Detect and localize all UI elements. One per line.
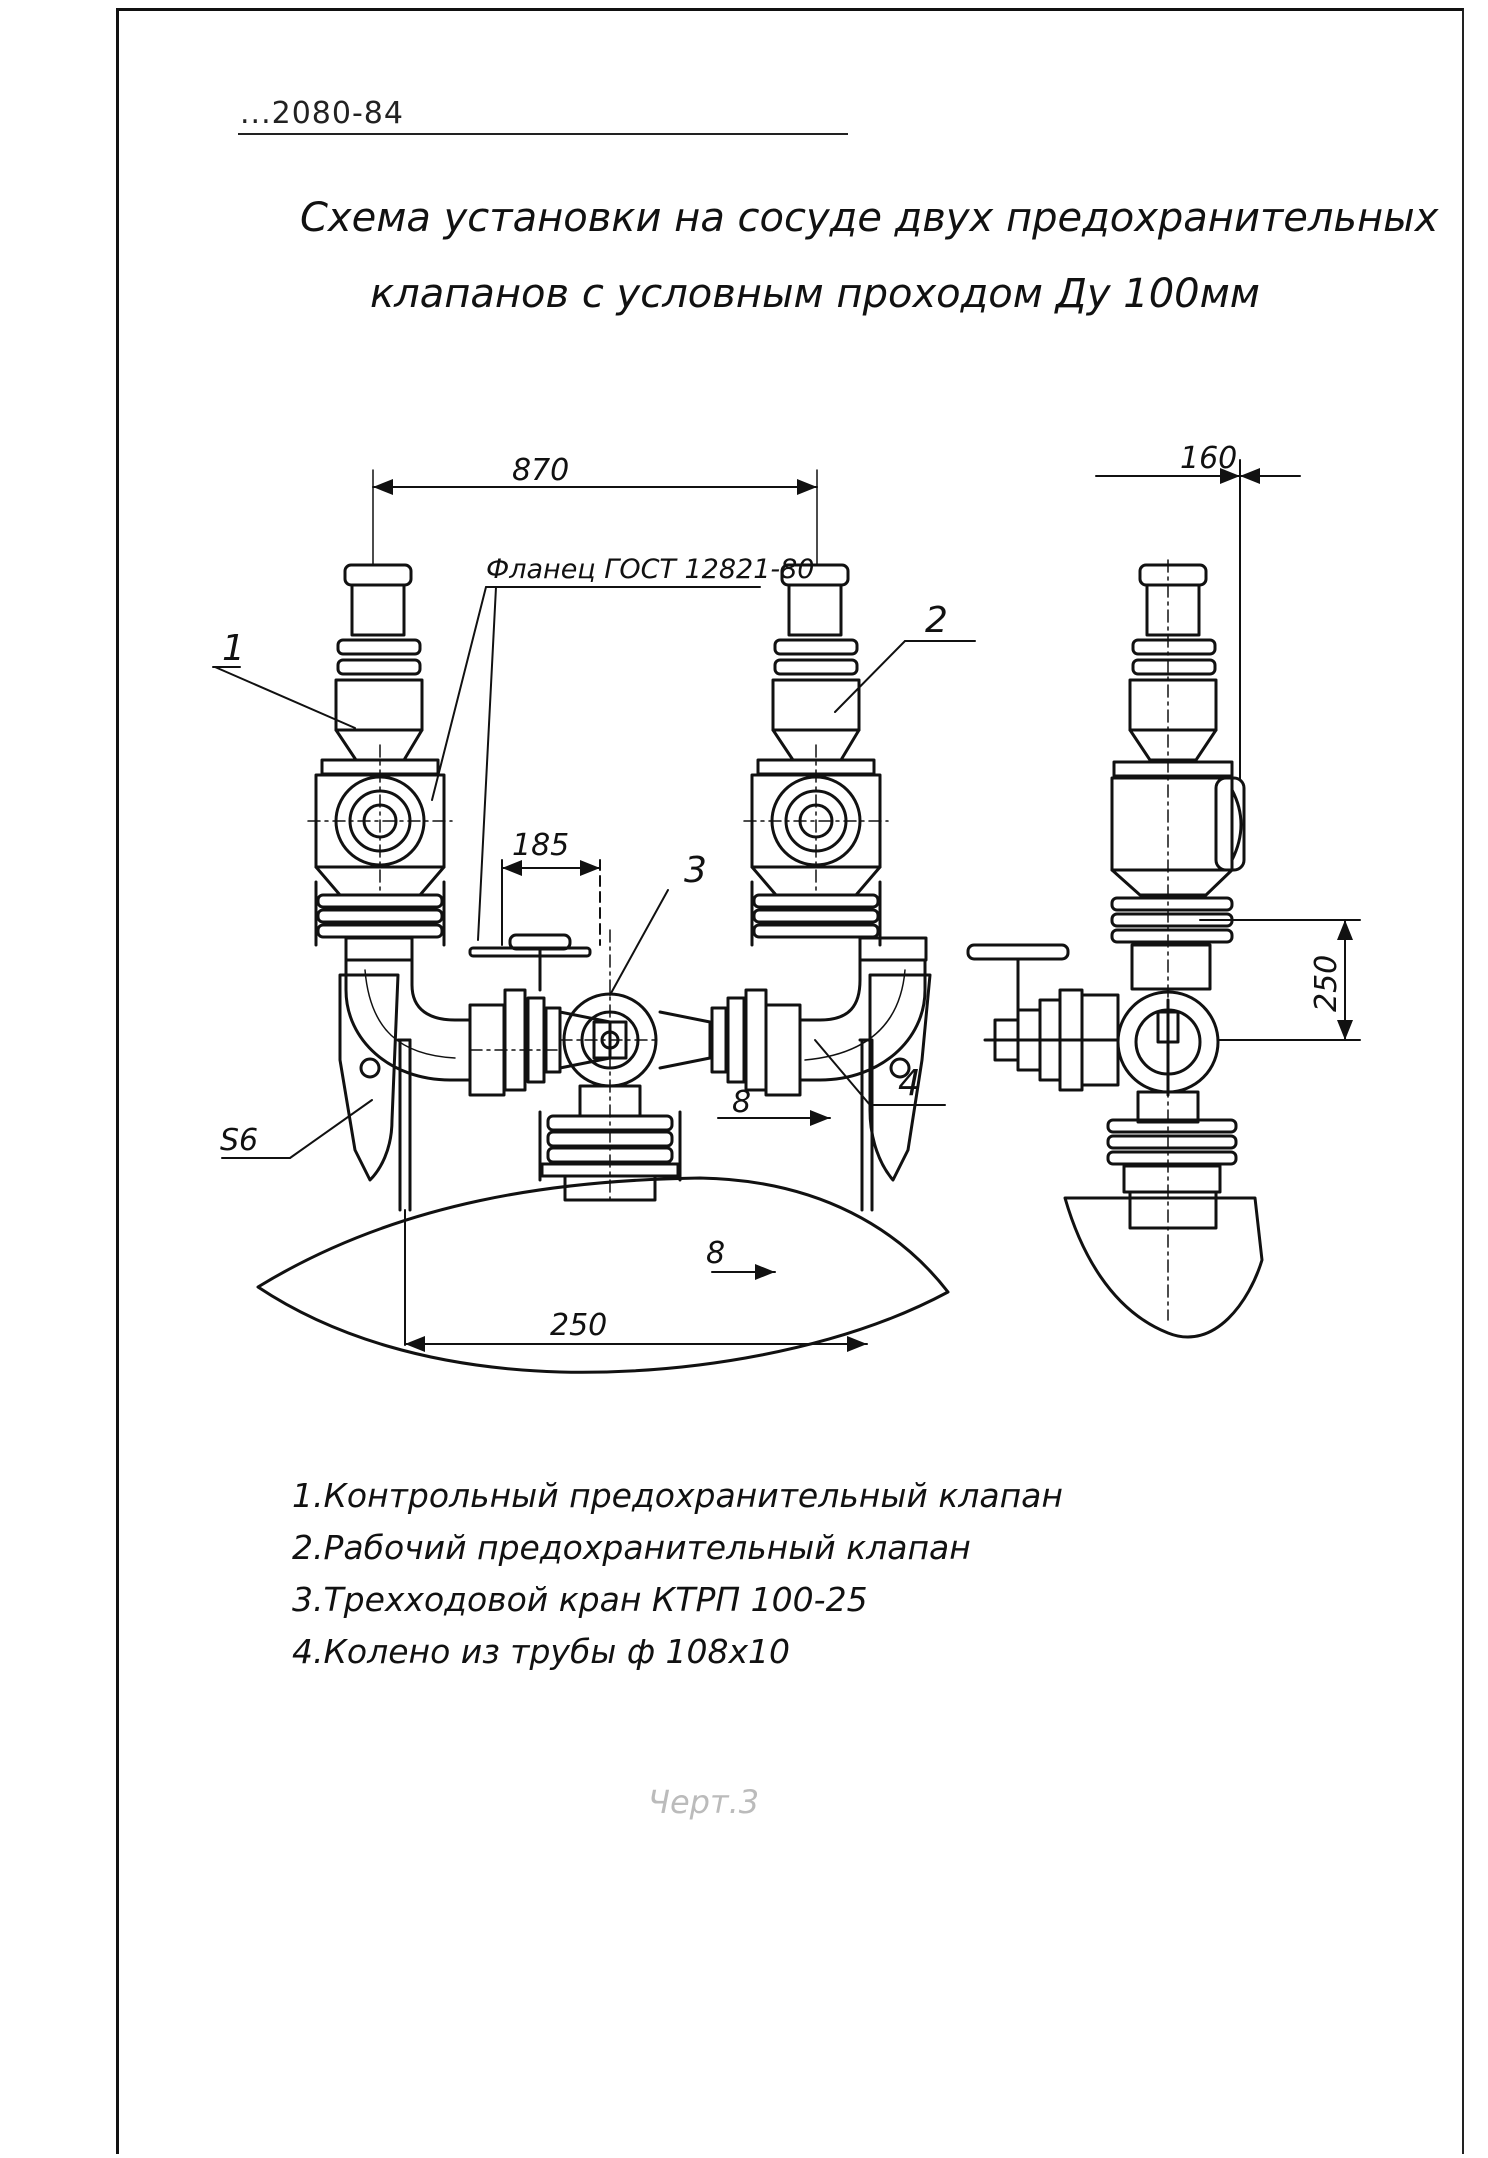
dimension-160-label: 160	[1180, 441, 1237, 476]
front-view	[212, 469, 976, 1374]
flange-note: Фланец ГОСТ 12821-80	[486, 554, 814, 585]
dimension-185	[501, 859, 601, 946]
dimension-250-bottom-label: 250	[550, 1308, 607, 1343]
dimension-250-vertical	[1199, 919, 1361, 1041]
legend-item-2: 2.Рабочий предохранительный клапан	[292, 1528, 971, 1567]
vessel-shell	[256, 1176, 950, 1374]
support-bracket-left	[338, 973, 412, 1212]
dimension-8-lower-label: 8	[706, 1236, 725, 1271]
document-id: ...2080-84	[240, 96, 404, 131]
side-view	[966, 459, 1361, 1339]
legend-item-4: 4.Колено из трубы ф 108х10	[292, 1632, 791, 1671]
dimension-160	[1095, 459, 1301, 781]
dimension-250-vertical-label: 250	[1309, 955, 1344, 1012]
document-id-underline	[238, 133, 848, 135]
three-way-cock-center	[468, 929, 768, 1202]
working-safety-valve-right	[743, 563, 928, 962]
legend-item-3: 3.Трехходовой кран КТРП 100-25	[292, 1580, 868, 1619]
dimension-185-label: 185	[512, 828, 569, 863]
callout-2: 2	[925, 600, 948, 641]
title-line-1: Схема установки на сосуде двух предохран…	[300, 195, 1439, 241]
drawing-title: Схема установки на сосуде двух предохран…	[300, 180, 1439, 332]
sheet-number: Черт.3	[648, 1783, 760, 1821]
flange-note-leaders	[431, 586, 761, 941]
legend-item-1: 1.Контрольный предохранительный клапан	[292, 1476, 1063, 1515]
control-safety-valve-left	[307, 563, 453, 962]
dimension-870-label: 870	[512, 453, 569, 488]
dimension-250-bottom	[404, 1209, 868, 1352]
title-line-2: клапанов с условным проходом Ду 100мм	[370, 271, 1260, 317]
s6-label: S6	[220, 1123, 258, 1158]
callout-1: 1	[222, 628, 245, 669]
parts-legend: 1.Контрольный предохранительный клапан 2…	[292, 1470, 1063, 1678]
vessel-section	[1063, 1196, 1264, 1339]
callout-4: 4	[898, 1063, 921, 1104]
elbow-right	[764, 958, 927, 1097]
callout-3: 3	[684, 850, 707, 891]
sheet-border	[116, 8, 1464, 2154]
dimension-8-upper-label: 8	[732, 1085, 751, 1120]
support-bracket-right	[858, 973, 932, 1212]
